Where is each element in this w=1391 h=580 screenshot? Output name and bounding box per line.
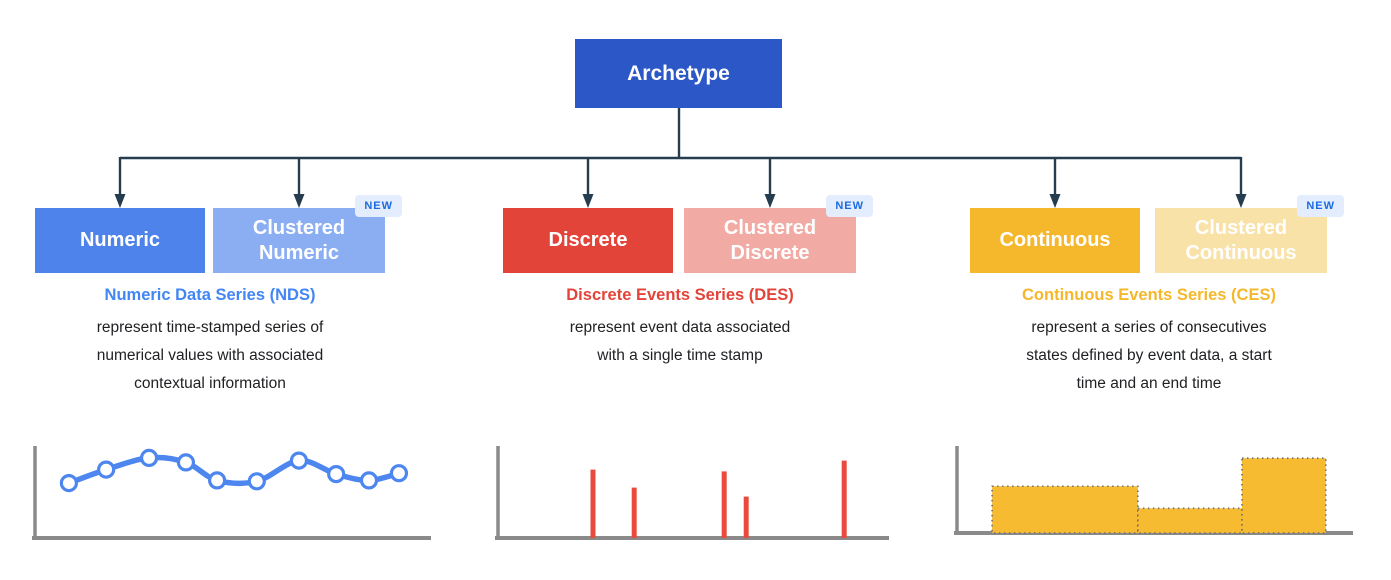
node-clustered-numeric-label: Clustered Numeric [252,216,346,264]
description-numeric-body: represent time-stamped series of numeric… [96,319,324,392]
data-point-marker [247,472,266,491]
description-numeric-heading: Numeric Data Series (NDS) [104,286,316,304]
node-clustered-discrete: Clustered Discrete NEW [684,195,873,273]
node-archetype: Archetype [575,39,782,108]
description-discrete-body: represent event data associated with a s… [569,319,791,364]
arrowhead-icon [293,194,305,208]
node-discrete: Discrete [503,208,673,273]
event-bar [743,496,749,538]
data-point-marker [59,473,78,493]
state-block [1241,457,1327,534]
arrowhead-icon [1049,194,1061,208]
new-badge: NEW [826,195,873,217]
des-example-event-chart [495,446,889,540]
node-clustered-discrete-label: Clustered Discrete [723,216,817,264]
data-point-marker [359,471,379,490]
node-clustered-continuous-label: Clustered Continuous [1185,216,1297,264]
data-point-marker [327,465,346,484]
description-discrete: Discrete Events Series (DES) represent e… [500,286,860,370]
node-continuous: Continuous [970,208,1140,273]
description-continuous-heading: Continuous Events Series (CES) [1022,286,1276,304]
new-badge: NEW [1297,195,1344,217]
new-badge: NEW [355,195,402,217]
arrowhead-icon [1235,194,1247,208]
node-numeric-label: Numeric [79,229,161,251]
line-series [66,454,402,487]
description-continuous: Continuous Events Series (CES) represent… [968,286,1330,398]
event-bar [841,460,847,538]
arrowhead-icon [114,194,126,208]
description-discrete-heading: Discrete Events Series (DES) [566,286,794,304]
ces-example-step-chart [954,446,1353,535]
node-archetype-label: Archetype [627,61,730,85]
data-point-marker [97,460,116,479]
data-point-marker [208,471,227,490]
node-continuous-label: Continuous [999,229,1111,251]
data-point-marker [289,451,309,470]
description-numeric: Numeric Data Series (NDS) represent time… [30,286,390,398]
nds-example-line-chart [32,446,431,540]
data-point-marker [389,464,409,483]
description-continuous-body: represent a series of consecutives state… [1026,319,1272,392]
event-bar [631,487,637,538]
state-block [1137,507,1243,534]
event-bar [721,471,727,538]
arrowhead-icon [582,194,594,208]
node-clustered-numeric: Clustered Numeric NEW [213,195,402,273]
node-discrete-label: Discrete [548,229,628,251]
data-point-marker [139,448,159,467]
node-clustered-continuous: Clustered Continuous NEW [1155,195,1344,273]
data-point-marker [176,453,196,472]
event-bar [590,469,596,538]
node-numeric: Numeric [35,208,205,273]
state-block [991,485,1139,534]
arrowhead-icon [764,194,776,208]
